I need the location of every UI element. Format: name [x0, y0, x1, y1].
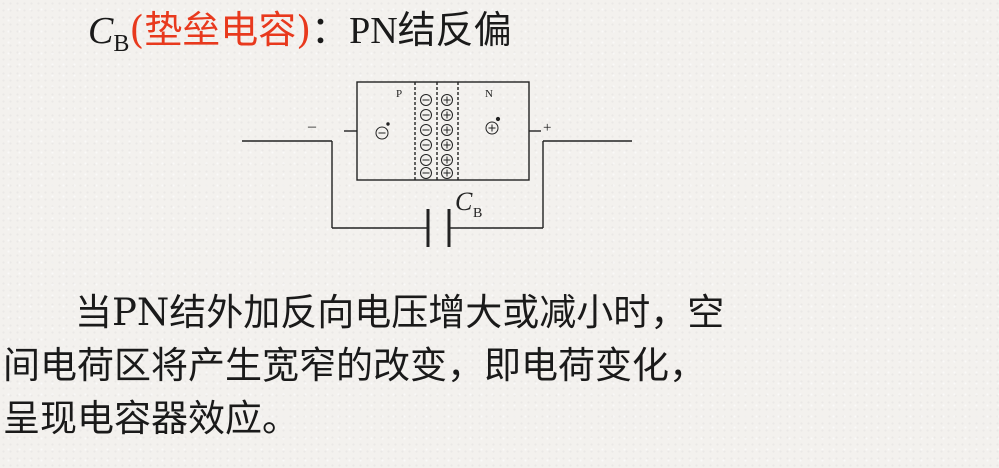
slide-title: CB(垫垒电容)：PN结反偏: [88, 4, 512, 70]
negative-ion-icon: [420, 124, 432, 136]
negative-ion-icon: [420, 94, 432, 106]
negative-ion-icon: [420, 154, 432, 166]
title-red-term: 垫垒电容: [144, 8, 297, 52]
title-rest: 结反偏: [397, 8, 512, 52]
capacitor-label-subscript: B: [473, 206, 482, 221]
title-open-paren: (: [129, 8, 145, 52]
explanation-line-2: 间电荷区将产生宽窄的改变，即电荷变化，: [3, 344, 706, 387]
negative-ion-icon: [420, 139, 432, 151]
positive-ion-icon: [441, 167, 453, 179]
title-symbol-subscript: B: [113, 31, 130, 57]
title-latin: PN: [349, 10, 398, 52]
positive-ion-icon: [441, 139, 453, 151]
title-close-paren: ): [296, 8, 312, 52]
explanation-line-1: 当PN结外加反向电压增大或减小时，空: [75, 291, 725, 334]
negative-terminal-sign: –: [307, 118, 317, 135]
title-colon: ：: [311, 8, 350, 52]
n-region-label: N: [485, 88, 493, 100]
free-hole-dot: [495, 116, 501, 122]
explanation-line-3: 呈现电容器效应。: [3, 397, 299, 440]
positive-terminal-sign: +: [543, 120, 551, 136]
free-electron-icon: [375, 126, 389, 140]
free-electron-dot: [386, 122, 390, 126]
capacitor-label-symbol: C: [455, 187, 473, 216]
negative-ion-icon: [420, 167, 432, 179]
free-hole-icon: [485, 121, 499, 135]
explanation-paragraph: 当PN结外加反向电压增大或减小时，空 间电荷区将产生宽窄的改变，即电荷变化， 呈…: [0, 286, 999, 445]
p-region-label: P: [396, 88, 402, 100]
positive-ion-icon: [441, 109, 453, 121]
positive-ion-icon: [441, 154, 453, 166]
positive-ion-icon: [441, 94, 453, 106]
positive-ion-icon: [441, 124, 453, 136]
negative-ion-icon: [420, 109, 432, 121]
title-symbol: C: [88, 10, 114, 52]
